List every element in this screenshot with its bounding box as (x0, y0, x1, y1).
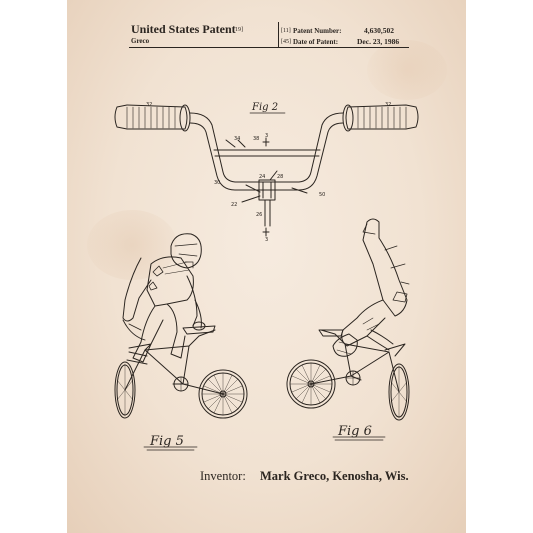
rider-left-arm (122, 257, 152, 322)
ref-26: 26 (256, 212, 262, 218)
ref-32-right: 32 (385, 102, 391, 108)
patent-date: Dec. 23, 1986 (357, 37, 400, 46)
front-wheel (388, 363, 410, 421)
rider-right-arm (186, 275, 202, 329)
stem-clamp (258, 179, 276, 201)
ref-24: 24 (259, 174, 265, 180)
patent-number-code: [11] (281, 28, 291, 34)
rider-left-leg (132, 305, 164, 363)
front-wheel (114, 361, 136, 419)
rider-helmet (170, 233, 202, 269)
ref-30: 30 (214, 180, 220, 186)
ref-34: 34 (234, 136, 240, 142)
ref-32-left: 32 (146, 102, 152, 108)
fig2-label: Fig 2 (251, 102, 278, 113)
fig5-label: Fig 5 (149, 434, 184, 449)
date-label: Date of Patent: (293, 38, 339, 46)
fig6-label: Fig 6 (337, 424, 372, 439)
fig6-rider-bike (286, 218, 410, 421)
left-grip (114, 104, 188, 130)
bike-frame (310, 329, 400, 393)
fig5-underline (143, 446, 198, 451)
fig5-rider-bike (114, 233, 248, 419)
patent-sheet: United States Patent [19] Greco [11] Pat… (67, 0, 466, 533)
header-divider (278, 22, 279, 48)
handlebar-figure (114, 104, 419, 237)
rear-wheel (286, 359, 336, 409)
rider-torso (146, 256, 194, 307)
assignee-name: Greco (131, 37, 150, 45)
rider-helmet (332, 333, 358, 357)
rider-torso (341, 299, 386, 347)
ref-3-top: 3 (265, 133, 268, 139)
inventor-name: Mark Greco, Kenosha, Wis. (260, 469, 409, 483)
fig6-underline (332, 436, 386, 441)
inventor-label: Inventor: (200, 469, 246, 483)
ref-38: 38 (253, 136, 259, 142)
rider-arm (366, 329, 394, 351)
paper-stain (87, 210, 177, 280)
rear-wheel (198, 369, 248, 419)
bike-frame (124, 329, 224, 395)
rider-right-leg (166, 303, 186, 359)
title-code: [19] (233, 27, 243, 33)
ref-22: 22 (231, 202, 237, 208)
paper-stain (367, 40, 447, 100)
right-grip (345, 104, 419, 130)
ref-50: 50 (319, 192, 325, 198)
date-code: [45] (281, 39, 291, 45)
ref-3-bottom: 3 (265, 237, 268, 243)
patent-number: 4,630,502 (364, 26, 394, 35)
ref-28: 28 (277, 174, 283, 180)
bike-seat (318, 329, 344, 337)
patent-drawing: Fig 2 Fig 5 Fig 6 32 32 34 38 3 30 24 28… (114, 102, 419, 451)
header-rule (129, 47, 409, 48)
rider-legs-up (362, 218, 408, 317)
patent-title: United States Patent (131, 22, 236, 36)
bike-seat (182, 325, 216, 335)
patent-number-label: Patent Number: (293, 27, 342, 35)
